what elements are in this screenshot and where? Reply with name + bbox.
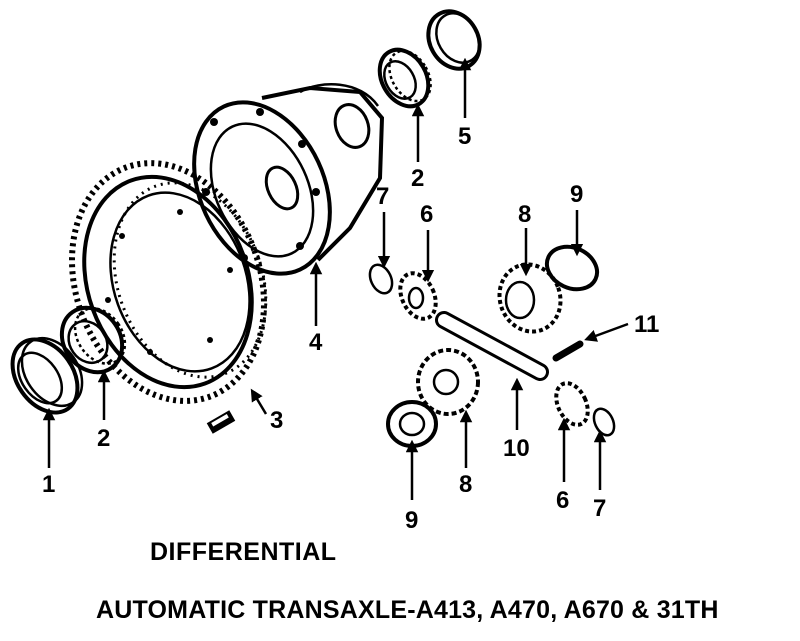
callout-4: 4 (309, 329, 323, 356)
pinion-gear-lower (416, 348, 480, 416)
callout-9-upper: 9 (570, 181, 583, 208)
pinion-shaft (435, 311, 549, 381)
callout-5: 5 (458, 123, 471, 150)
pinion-gear-upper (497, 262, 563, 334)
callout-6-upper: 6 (420, 201, 433, 228)
callout-7-lower: 7 (593, 495, 606, 522)
roll-pin (552, 340, 584, 362)
roller-bearing-right (377, 47, 432, 109)
callout-10: 10 (503, 435, 530, 462)
callout-6-lower: 6 (556, 487, 569, 514)
thrust-washer-upper (368, 263, 394, 295)
side-gear-lower (554, 381, 590, 427)
callout-11: 11 (634, 311, 659, 338)
thrust-washer-9-lower (386, 400, 438, 448)
callout-3: 3 (270, 407, 283, 434)
differential-case (192, 83, 385, 276)
callout-7-upper: 7 (376, 183, 389, 210)
callout-1: 1 (42, 471, 55, 498)
leader-lines (42, 57, 629, 500)
diagram-subtitle: AUTOMATIC TRANSAXLE-A413, A470, A670 & 3… (96, 596, 719, 624)
side-gear-upper (398, 271, 438, 321)
ring-gear-bolt (206, 410, 236, 434)
thrust-washer-lower (592, 407, 616, 437)
callout-2-left: 2 (97, 425, 110, 452)
callout-9-lower: 9 (405, 507, 418, 534)
callout-2-right: 2 (411, 165, 424, 192)
callout-8-lower: 8 (459, 471, 472, 498)
bearing-cup-right (426, 9, 482, 71)
bearing-cup-left (10, 336, 84, 415)
diagram-title: DIFFERENTIAL (150, 538, 337, 566)
callout-8-upper: 8 (518, 201, 531, 228)
